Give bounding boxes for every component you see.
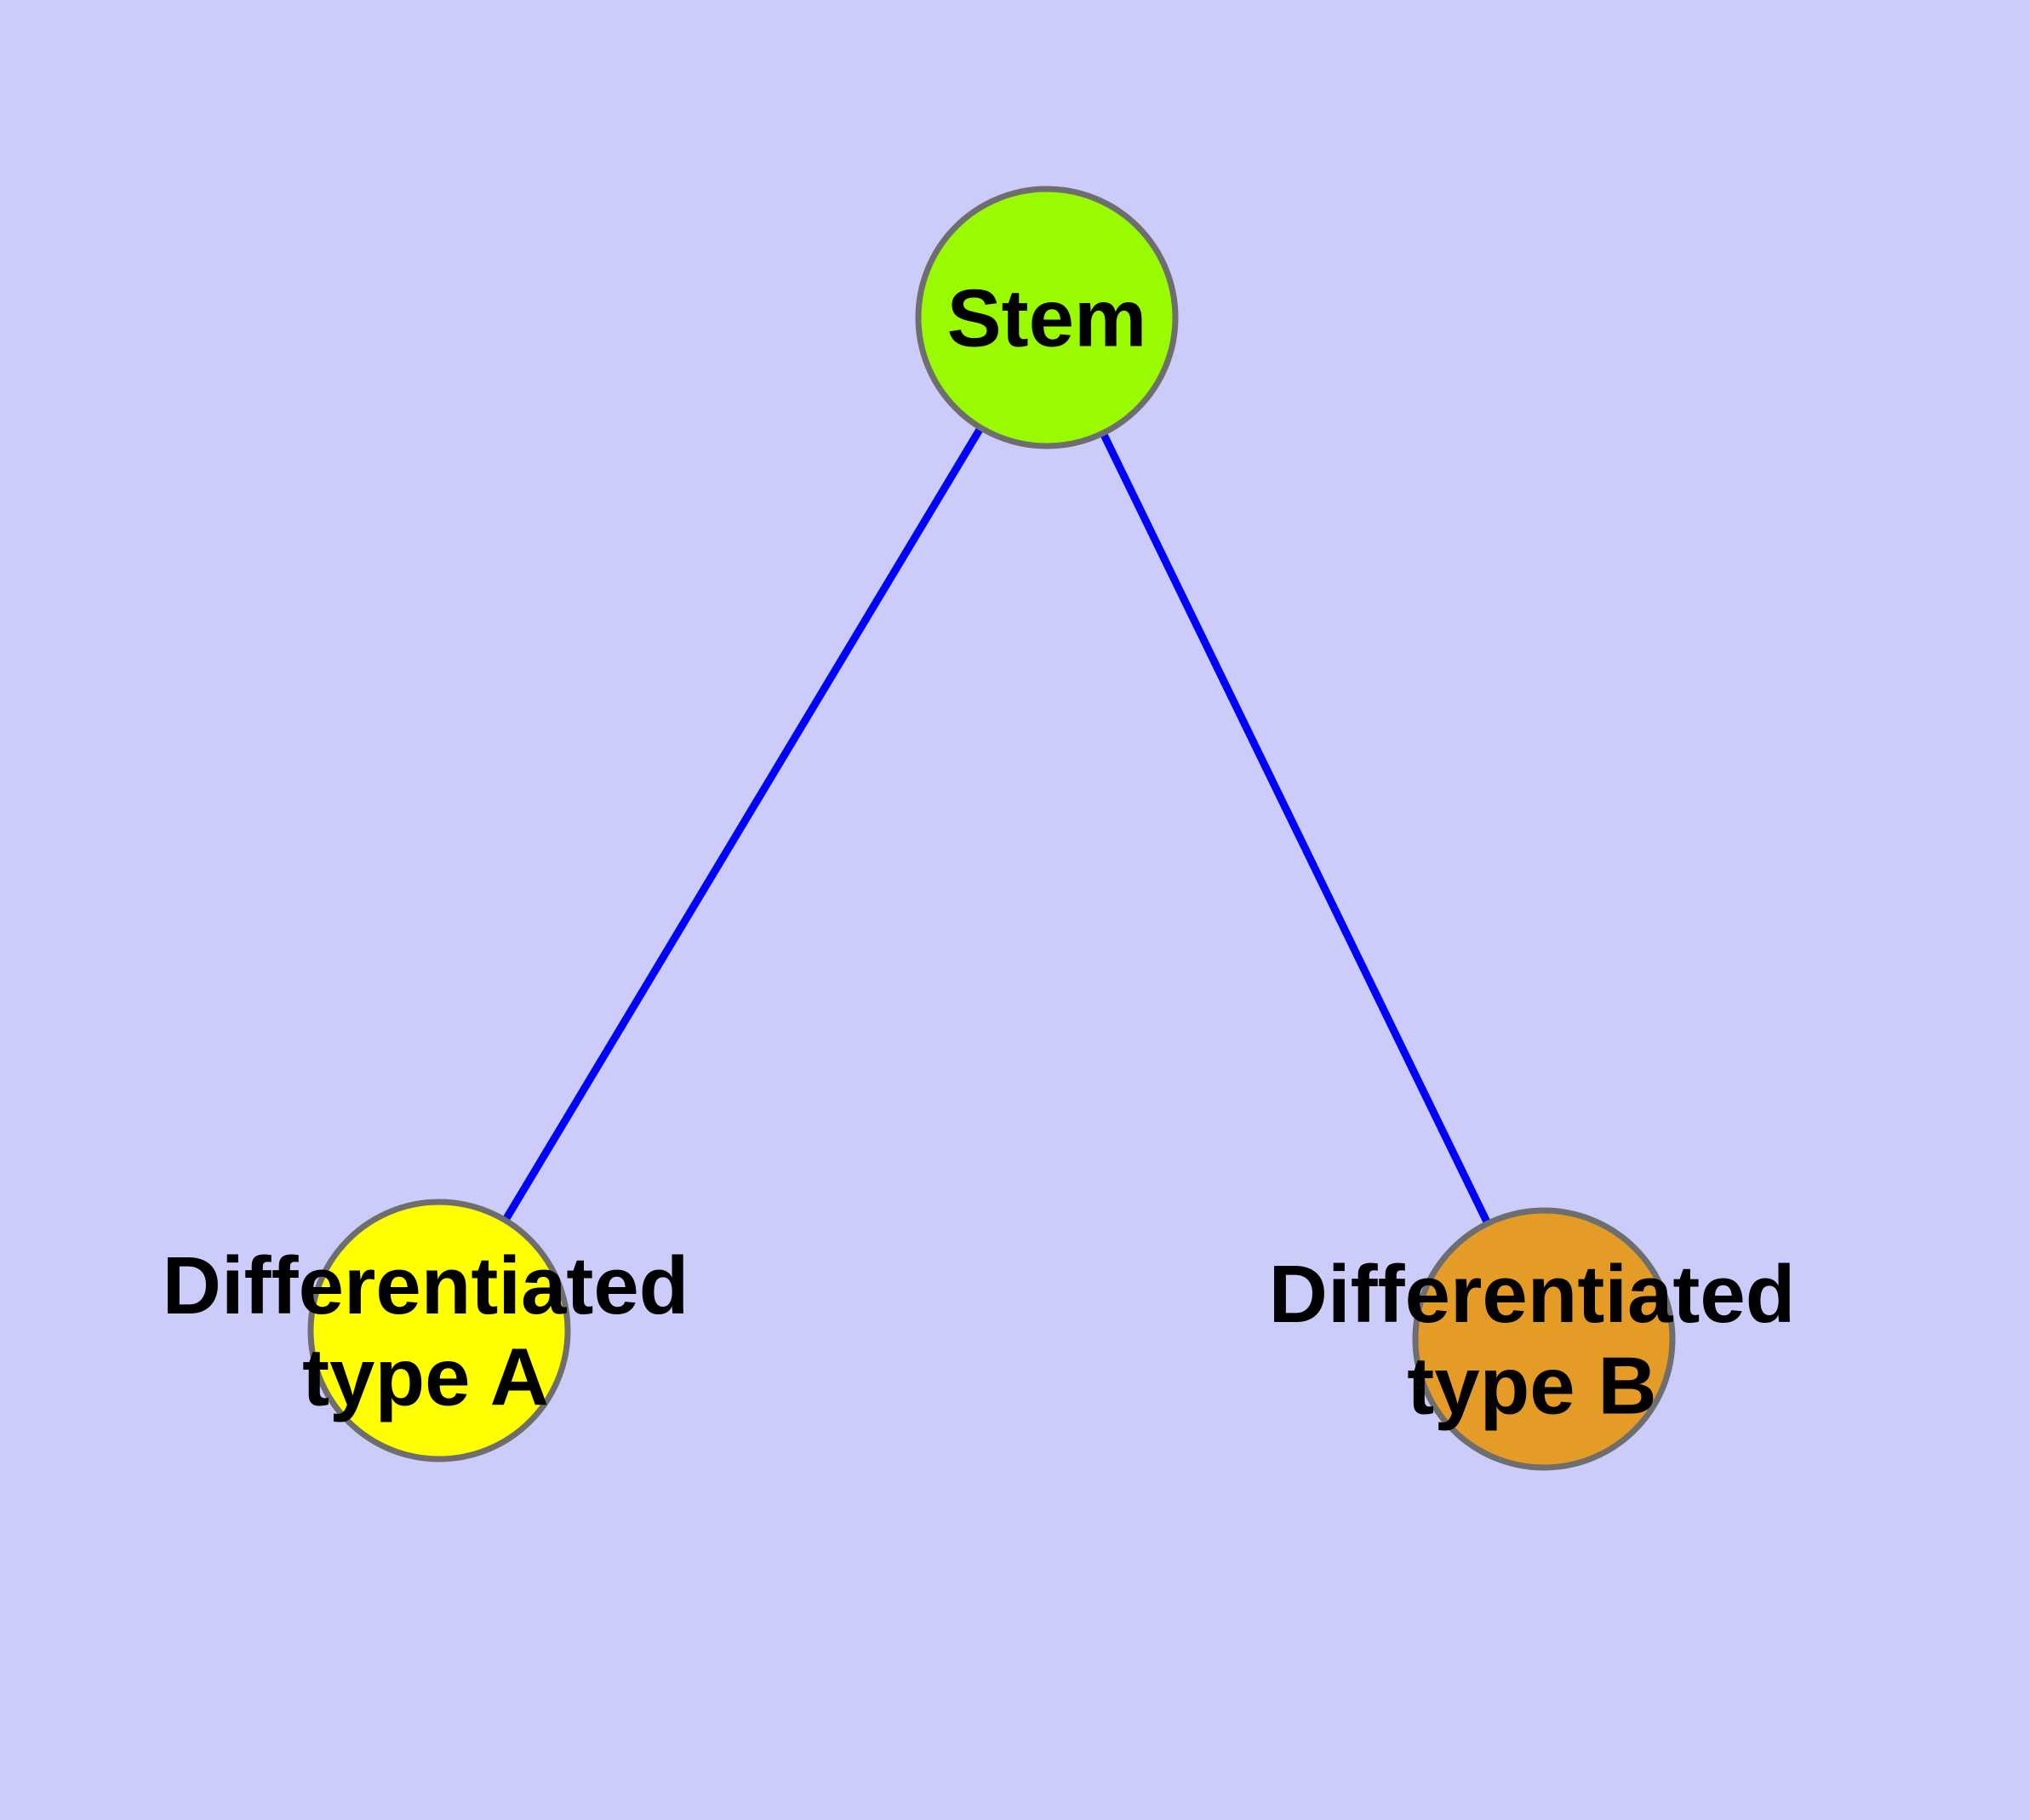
node-stem[interactable] (915, 186, 1179, 449)
edge-stem-to-differentiated-type-b[interactable] (1043, 316, 1548, 1341)
node-stem-label: Stem (947, 273, 1147, 364)
label-line: type A (302, 1331, 549, 1422)
node-differentiated-type-b[interactable] (1412, 1207, 1676, 1471)
label-line: Stem (947, 273, 1147, 364)
edge-layer (436, 315, 1548, 1341)
label-line: Differentiated (1269, 1249, 1796, 1340)
label-line: Differentiated (163, 1240, 689, 1331)
label-line: type B (1407, 1340, 1656, 1431)
node-stem-circle[interactable] (915, 186, 1179, 449)
node-layer (307, 186, 1676, 1471)
node-differentiated-type-a-circle[interactable] (307, 1199, 571, 1462)
node-differentiated-type-b-circle[interactable] (1412, 1207, 1676, 1471)
node-differentiated-type-a[interactable] (307, 1199, 571, 1462)
edge-stem-to-differentiated-type-a[interactable] (436, 315, 1050, 1333)
